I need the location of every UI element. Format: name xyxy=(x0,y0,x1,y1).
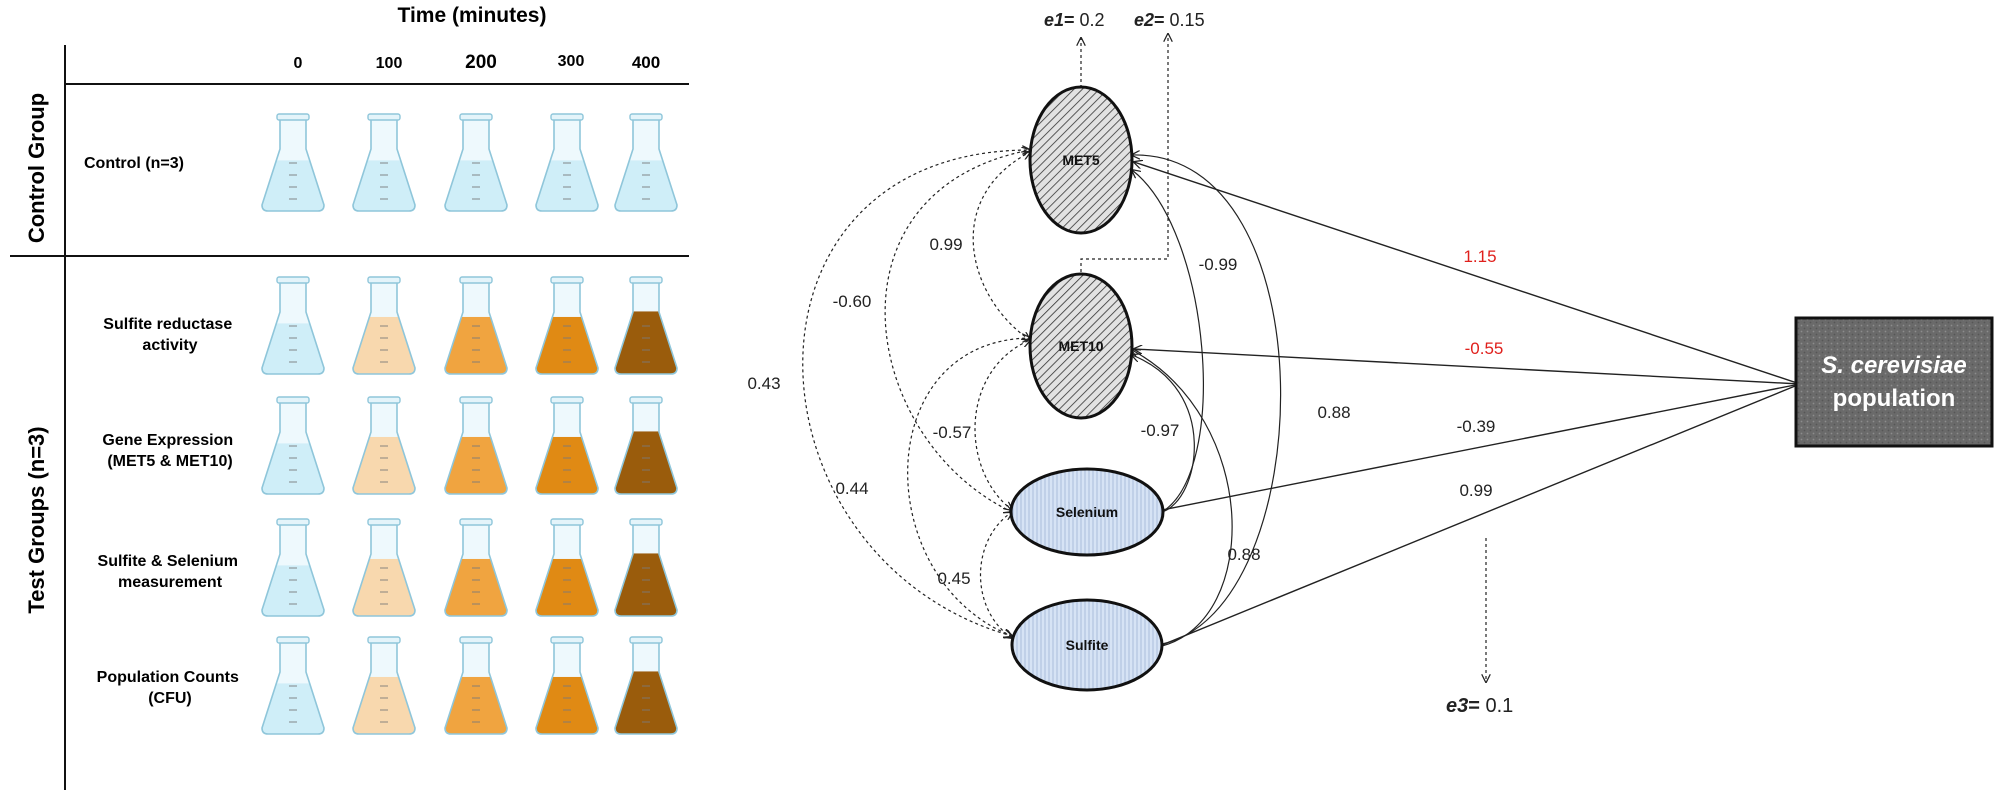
row-label-population-counts: Population Counts (CFU) xyxy=(97,669,244,707)
path-selenium-outcome xyxy=(1161,383,1801,511)
cov-arc-met5-selenium xyxy=(884,150,1030,512)
corr-met5-met10: 0.99 xyxy=(929,235,962,254)
corr-selenium-sulfite: 0.45 xyxy=(937,569,970,588)
cov-arc-right-met10-selenium xyxy=(1132,355,1195,513)
cov-arc-right-met5-selenium xyxy=(1132,170,1204,513)
cov-arc-right-met10-sulfite xyxy=(1132,350,1233,647)
time-point-0: 0 xyxy=(294,55,303,72)
error-label-e1: e1= 0.2 xyxy=(1044,10,1105,30)
flask-r0-c4 xyxy=(614,113,678,212)
row-label-sulfite-reductase: Sulfite reductase activity xyxy=(103,316,236,354)
flask-r4-c1 xyxy=(352,636,416,735)
error-arrow-e2 xyxy=(1080,34,1168,272)
node-selenium-label: Selenium xyxy=(1056,504,1118,520)
corr-met10-selenium: -0.57 xyxy=(933,423,972,442)
flask-r0-c2 xyxy=(444,113,508,212)
node-met5-label: MET5 xyxy=(1062,152,1100,168)
node-selenium xyxy=(1009,467,1165,557)
row-label-gene-expression: Gene Expression (MET5 & MET10) xyxy=(102,432,237,470)
path-met5-outcome xyxy=(1134,162,1801,385)
flask-r3-c1 xyxy=(352,518,416,617)
error-label-e3: e3= 0.1 xyxy=(1446,695,1513,717)
cov-arc-met10-selenium xyxy=(974,340,1030,510)
flask-r2-c2 xyxy=(444,396,508,495)
test-groups-label: Test Groups (n=3) xyxy=(24,426,49,613)
flask-r3-c4 xyxy=(614,518,678,617)
corr-right-met10-selenium: -0.97 xyxy=(1141,421,1180,440)
node-sulfite-label: Sulfite xyxy=(1066,637,1109,653)
cov-arc-met10-sulfite xyxy=(907,338,1030,636)
experiment-design-table: Time (minutes) 0 100 200 300 400 Control… xyxy=(10,4,689,790)
corr-met5-selenium: -0.60 xyxy=(833,292,872,311)
corr-met10-sulfite: 0.44 xyxy=(835,479,868,498)
flask-r3-c2 xyxy=(444,518,508,617)
path-coef-selenium: -0.39 xyxy=(1457,417,1496,436)
flask-grid xyxy=(261,113,678,735)
cov-arc-met5-sulfite xyxy=(802,150,1030,636)
node-outcome-label-italic: S. cerevisiae xyxy=(1821,352,1966,379)
row-label-control: Control (n=3) xyxy=(84,155,184,172)
corr-met5-sulfite: 0.43 xyxy=(747,374,780,393)
flask-r1-c3 xyxy=(535,276,599,375)
time-point-300: 300 xyxy=(558,53,585,70)
corr-right-met5-selenium: -0.99 xyxy=(1199,255,1238,274)
corr-right-met10-sulfite: 0.88 xyxy=(1227,545,1260,564)
flask-r0-c0 xyxy=(261,113,325,212)
path-model xyxy=(802,34,1994,692)
cov-arc-selenium-sulfite xyxy=(979,512,1013,638)
flask-r2-c1 xyxy=(352,396,416,495)
node-outcome-label-plain: population xyxy=(1833,385,1956,412)
corr-right-met5-sulfite: 0.88 xyxy=(1317,403,1350,422)
node-met5 xyxy=(1028,85,1134,235)
path-coef-met5: 1.15 xyxy=(1463,247,1496,266)
row-label-sulfite-selenium: Sulfite & Selenium measurement xyxy=(98,553,243,591)
flask-r1-c1 xyxy=(352,276,416,375)
time-point-200: 200 xyxy=(465,52,497,73)
flask-r3-c0 xyxy=(261,518,325,617)
flask-r4-c4 xyxy=(614,636,678,735)
node-sulfite xyxy=(1010,598,1164,692)
flask-r4-c3 xyxy=(535,636,599,735)
cov-arc-met5-met10 xyxy=(972,152,1030,340)
flask-r0-c3 xyxy=(535,113,599,212)
flask-r4-c0 xyxy=(261,636,325,735)
error-label-e2: e2= 0.15 xyxy=(1134,10,1205,30)
time-axis-title: Time (minutes) xyxy=(398,4,547,27)
path-coef-sulfite: 0.99 xyxy=(1459,481,1492,500)
flask-r1-c2 xyxy=(444,276,508,375)
node-met10 xyxy=(1028,272,1134,420)
path-met10-outcome xyxy=(1134,349,1801,385)
cov-arc-right-met5-sulfite xyxy=(1132,155,1282,645)
path-coef-met10: -0.55 xyxy=(1465,339,1504,358)
node-outcome xyxy=(1794,316,1994,448)
node-met10-label: MET10 xyxy=(1058,338,1103,354)
control-group-label: Control Group xyxy=(24,93,49,243)
flask-r4-c2 xyxy=(444,636,508,735)
flask-r2-c0 xyxy=(261,396,325,495)
flask-r2-c4 xyxy=(614,396,678,495)
flask-r3-c3 xyxy=(535,518,599,617)
path-sulfite-outcome xyxy=(1161,383,1801,646)
flask-r0-c1 xyxy=(352,113,416,212)
time-point-100: 100 xyxy=(376,55,403,72)
flask-r1-c4 xyxy=(614,276,678,375)
time-point-400: 400 xyxy=(632,53,660,72)
flask-r1-c0 xyxy=(261,276,325,375)
flask-r2-c3 xyxy=(535,396,599,495)
